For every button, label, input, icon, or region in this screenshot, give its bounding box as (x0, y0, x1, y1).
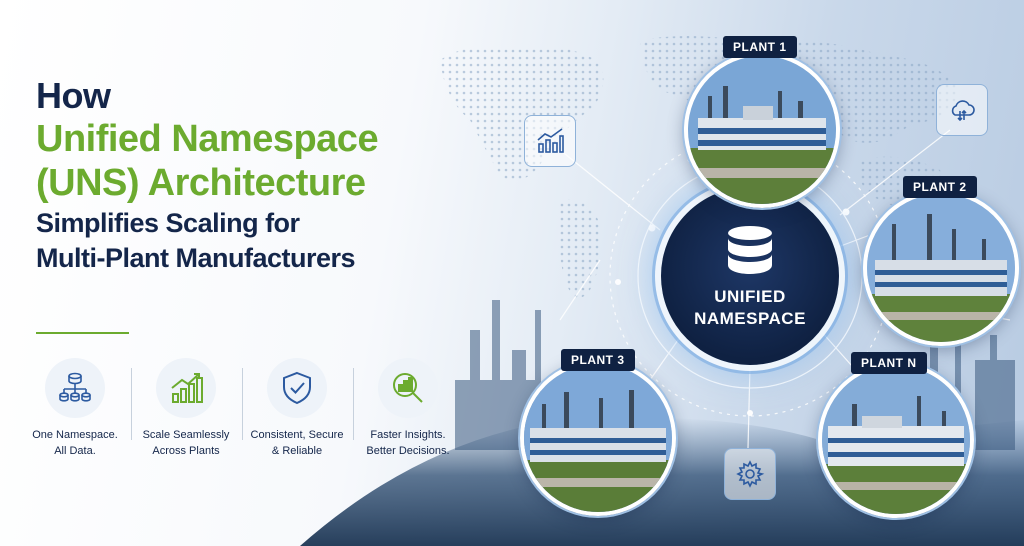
feature-label-line-1: Consistent, Secure (250, 429, 344, 441)
feature-scale: Scale Seamlessly Across Plants (131, 358, 241, 460)
plant-3-label: PLANT 3 (561, 349, 635, 371)
feature-label-line-1: One Namespace. (32, 429, 118, 441)
headline: How Unified Namespace (UNS) Architecture… (36, 78, 506, 272)
shield-check-icon (267, 358, 327, 418)
headline-line-1: How (36, 75, 111, 116)
feature-separator (353, 368, 354, 440)
feature-separator (242, 368, 243, 440)
headline-line-4: Simplifies Scaling for (36, 208, 300, 238)
headline-divider (36, 332, 129, 334)
cloud-sync-icon (936, 84, 988, 136)
feature-label-line-1: Scale Seamlessly (142, 429, 230, 441)
unified-namespace-hub: UNIFIED NAMESPACE (661, 187, 839, 365)
analytics-chart-icon (524, 115, 576, 167)
hierarchy-icon (45, 358, 105, 418)
hub-label-line-2: NAMESPACE (694, 309, 806, 328)
headline-line-2: Unified Namespace (36, 118, 379, 160)
feature-label-line-2: All Data. (54, 444, 96, 457)
plant-1-label: PLANT 1 (723, 36, 797, 58)
headline-line-5: Multi-Plant Manufacturers (36, 243, 356, 273)
gear-icon (724, 448, 776, 500)
magnifier-chart-icon (378, 358, 438, 418)
feature-secure: Consistent, Secure & Reliable (242, 358, 352, 460)
plant-2-label: PLANT 2 (903, 176, 977, 198)
database-icon (725, 225, 775, 282)
hub-label-line-1: UNIFIED (714, 287, 786, 306)
feature-label-line-2: Better Decisions. (366, 444, 450, 457)
headline-line-3: (UNS) Architecture (36, 162, 366, 204)
plant-3-photo (520, 360, 676, 516)
feature-one-namespace: One Namespace. All Data. (20, 358, 130, 460)
feature-label-line-2: & Reliable (271, 444, 323, 457)
feature-insights: Faster Insights. Better Decisions. (353, 358, 463, 460)
plant-n-photo (818, 362, 974, 518)
plant-1-photo (684, 52, 840, 208)
feature-label-line-2: Across Plants (152, 444, 220, 457)
plant-2-photo (863, 190, 1019, 346)
feature-label-line-1: Faster Insights. (370, 429, 446, 441)
feature-separator (131, 368, 132, 440)
plant-n-label: PLANT N (851, 352, 927, 374)
growth-chart-icon (156, 358, 216, 418)
